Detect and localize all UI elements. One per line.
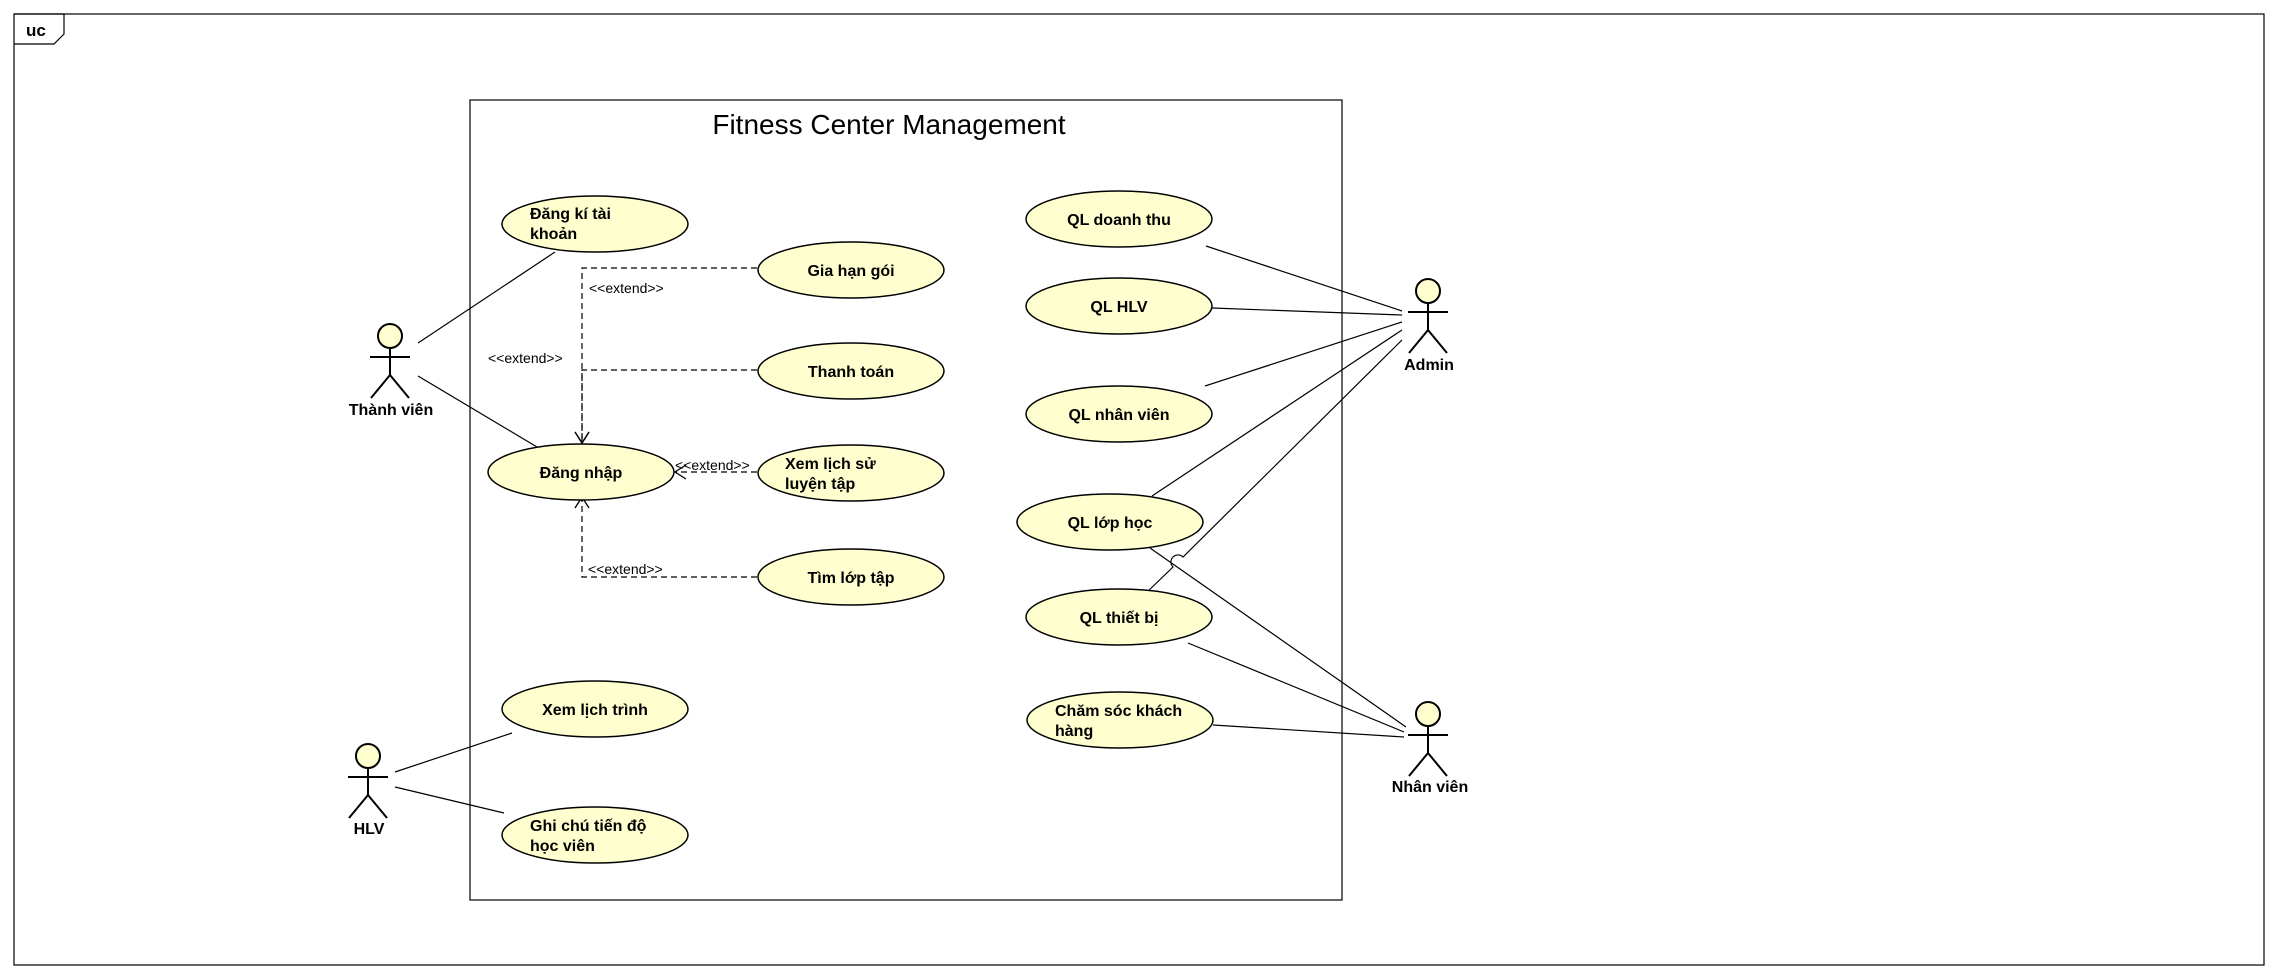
- assoc-staff-class: [1149, 547, 1407, 728]
- usecase-schedule[interactable]: Xem lịch trình: [501, 680, 689, 738]
- frame-tab: [14, 13, 65, 45]
- usecase-staff-mgmt-label: QL nhân viên: [1068, 407, 1169, 424]
- assoc-member-register: [417, 251, 556, 344]
- usecase-equipment[interactable]: QL thiết bị: [1025, 588, 1213, 646]
- associations: [394, 245, 1407, 814]
- usecase-history[interactable]: Xem lịch sử luyện tập: [757, 444, 945, 502]
- usecase-notes-label-1: Ghi chú tiến độ: [530, 818, 647, 835]
- assoc-admin-equipment: [1144, 339, 1403, 595]
- usecase-register[interactable]: Đăng kí tài khoản: [501, 195, 689, 253]
- diagram-frame: [13, 13, 2265, 966]
- frame-label: uc: [26, 21, 46, 40]
- actor-admin-head: [1415, 278, 1441, 304]
- extend-relations: [574, 267, 757, 578]
- usecase-payment-label: Thanh toán: [808, 364, 894, 381]
- extend-renew: [574, 267, 757, 445]
- actor-coach-head: [355, 743, 381, 769]
- usecase-login[interactable]: Đăng nhập: [487, 443, 675, 501]
- usecase-renew-label: Gia hạn gói: [807, 263, 894, 280]
- assoc-admin-class: [1151, 329, 1403, 497]
- usecase-register-label-2: khoản: [530, 226, 577, 243]
- extend-label-history: <<extend>>: [675, 457, 750, 473]
- assoc-staff-equipment: [1187, 642, 1405, 733]
- usecase-payment[interactable]: Thanh toán: [757, 342, 945, 400]
- usecase-equipment-label: QL thiết bị: [1080, 610, 1159, 627]
- extend-label-renew: <<extend>>: [589, 280, 664, 296]
- usecase-class-mgmt[interactable]: QL lớp học: [1016, 493, 1204, 551]
- actor-member[interactable]: [370, 323, 410, 399]
- assoc-admin-revenue: [1205, 245, 1403, 312]
- usecase-notes-label-2: học viên: [530, 838, 595, 855]
- usecase-notes[interactable]: Ghi chú tiến độ học viên: [501, 806, 689, 864]
- assoc-admin-coach: [1211, 307, 1403, 316]
- usecase-revenue[interactable]: QL doanh thu: [1025, 190, 1213, 248]
- usecase-schedule-label: Xem lịch trình: [542, 702, 648, 719]
- usecase-history-label-1: Xem lịch sử: [785, 456, 876, 473]
- assoc-admin-staff: [1204, 321, 1403, 387]
- actor-staff-label: Nhân viên: [1392, 779, 1468, 796]
- actor-member-label: Thành viên: [349, 402, 433, 419]
- usecase-coach-mgmt-label: QL HLV: [1090, 299, 1148, 316]
- system-boundary: [469, 99, 1343, 901]
- usecase-staff-mgmt[interactable]: QL nhân viên: [1025, 385, 1213, 443]
- usecase-revenue-label: QL doanh thu: [1067, 212, 1171, 229]
- usecase-renew[interactable]: Gia hạn gói: [757, 241, 945, 299]
- assoc-staff-care: [1212, 724, 1405, 738]
- usecase-coach-mgmt[interactable]: QL HLV: [1025, 277, 1213, 335]
- usecase-customer-care[interactable]: Chăm sóc khách hàng: [1026, 691, 1214, 749]
- assoc-coach-notes: [394, 786, 505, 814]
- actor-staff[interactable]: [1408, 701, 1448, 777]
- usecase-customer-care-label-2: hàng: [1055, 723, 1093, 740]
- usecase-register-label-1: Đăng kí tài: [530, 206, 611, 223]
- usecase-customer-care-label-1: Chăm sóc khách: [1055, 703, 1182, 720]
- actor-admin[interactable]: [1408, 278, 1448, 354]
- usecase-find-class-label: Tìm lớp tập: [808, 570, 895, 587]
- extend-find-class: [574, 495, 757, 578]
- usecase-find-class[interactable]: Tìm lớp tập: [757, 548, 945, 606]
- extend-label-find-class: <<extend>>: [588, 561, 663, 577]
- actor-member-head: [377, 323, 403, 349]
- extend-label-payment: <<extend>>: [488, 350, 563, 366]
- usecase-history-label-2: luyện tập: [785, 476, 855, 493]
- usecase-class-mgmt-label: QL lớp học: [1068, 515, 1153, 532]
- actor-staff-head: [1415, 701, 1441, 727]
- assoc-coach-schedule: [394, 732, 513, 773]
- usecase-login-label: Đăng nhập: [540, 465, 623, 482]
- actor-coach[interactable]: [348, 743, 388, 819]
- system-title: Fitness Center Management: [712, 109, 1066, 140]
- assoc-member-login: [417, 375, 538, 448]
- actor-coach-label: HLV: [354, 821, 385, 838]
- actor-admin-label: Admin: [1404, 357, 1454, 374]
- extend-payment: [574, 369, 757, 445]
